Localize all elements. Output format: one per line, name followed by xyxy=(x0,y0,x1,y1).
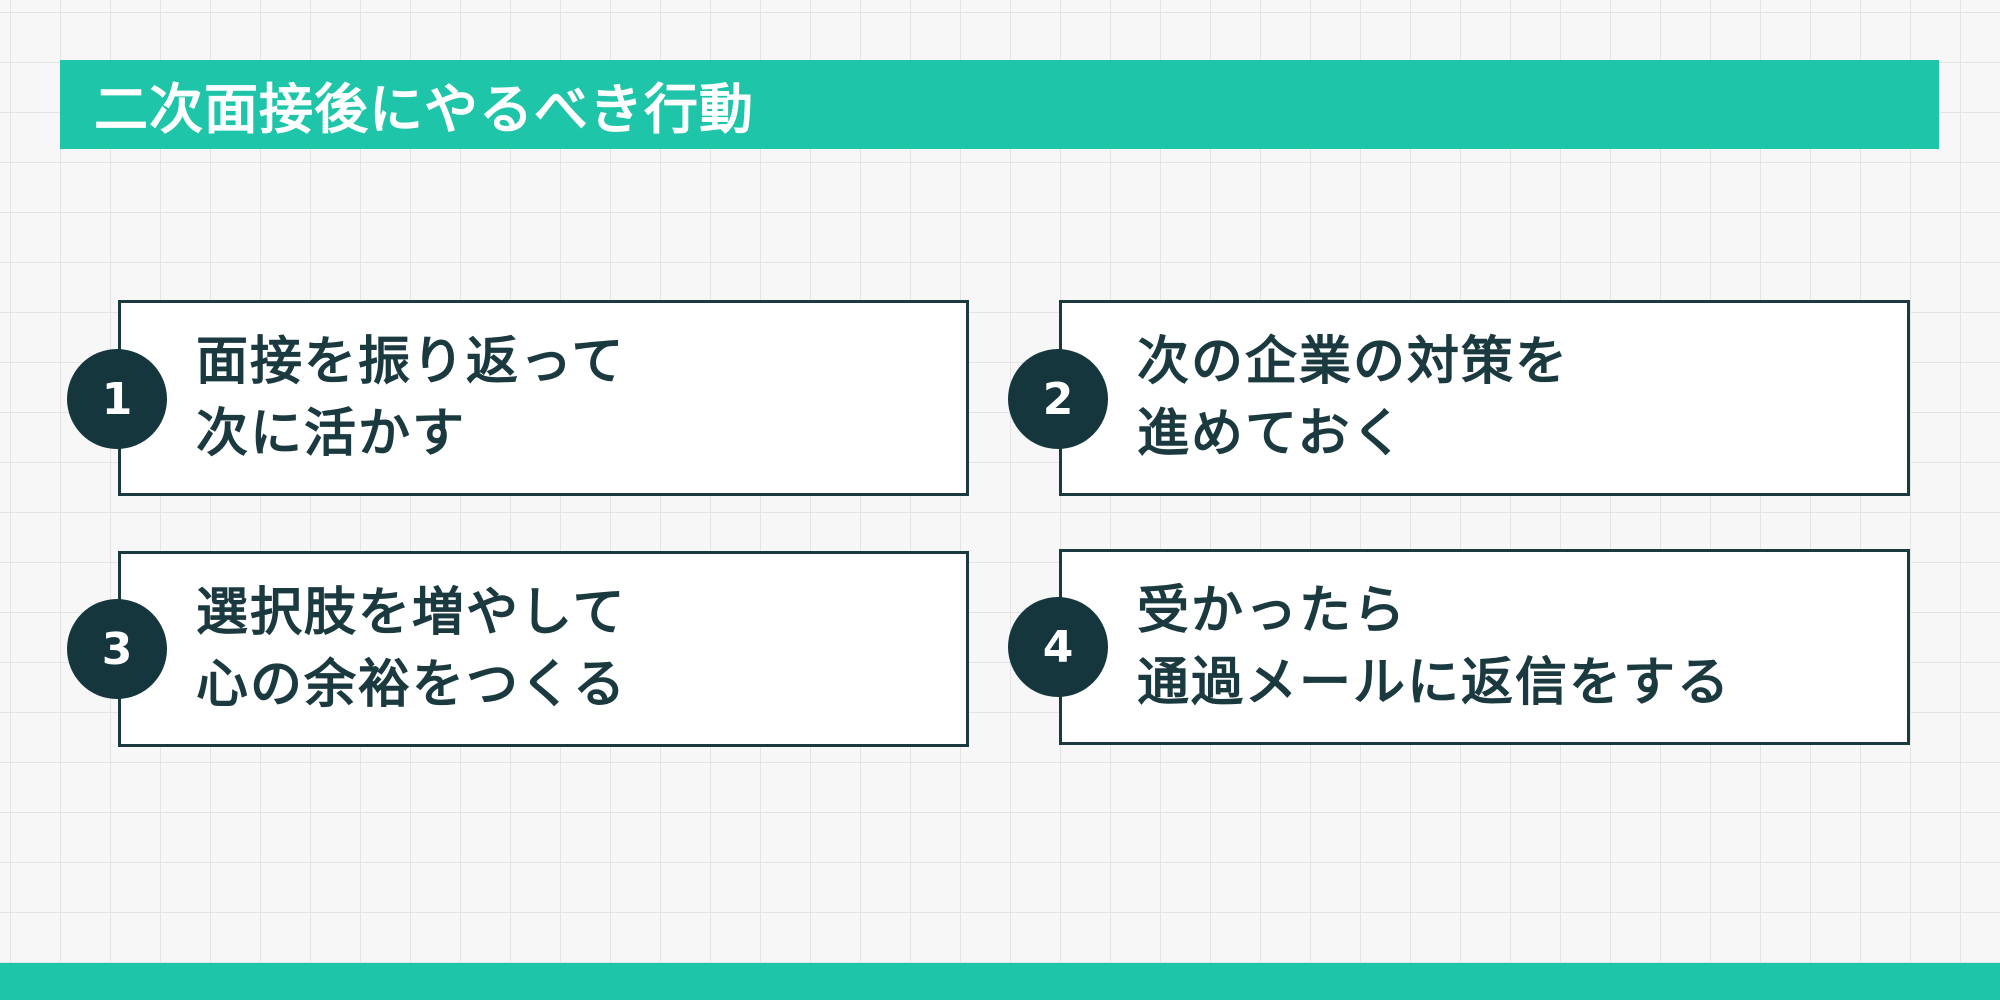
number-badge-2: 2 xyxy=(1008,349,1108,449)
number-badge-1: 1 xyxy=(67,349,167,449)
action-card-text: 面接を振り返って 次に活かす xyxy=(196,303,625,493)
action-card-line2: 心の余裕をつくる xyxy=(196,655,627,715)
action-card-line1: 受かったら xyxy=(1137,581,1408,641)
action-card-line1: 次の企業の対策を xyxy=(1137,332,1570,392)
number-badge-4: 4 xyxy=(1008,597,1108,697)
action-card-2: 次の企業の対策を 進めておく xyxy=(1059,300,1910,496)
action-card-text: 受かったら 通過メールに返信をする xyxy=(1137,552,1731,742)
footer-bar xyxy=(0,963,2000,1000)
header-banner: 二次面接後にやるべき行動 xyxy=(60,60,1939,149)
action-card-3: 選択肢を増やして 心の余裕をつくる xyxy=(118,551,969,747)
action-card-1: 面接を振り返って 次に活かす xyxy=(118,300,969,496)
action-card-text: 選択肢を増やして 心の余裕をつくる xyxy=(196,554,627,744)
action-card-line1: 選択肢を増やして xyxy=(196,583,627,643)
action-card-text: 次の企業の対策を 進めておく xyxy=(1137,303,1569,493)
action-card-line2: 進めておく xyxy=(1137,404,1406,464)
action-card-line2: 次に活かす xyxy=(196,404,467,464)
page-title: 二次面接後にやるべき行動 xyxy=(94,78,754,141)
action-card-4: 受かったら 通過メールに返信をする xyxy=(1059,549,1910,745)
action-card-line2: 通過メールに返信をする xyxy=(1137,653,1732,713)
number-badge-3: 3 xyxy=(67,599,167,699)
action-card-line1: 面接を振り返って xyxy=(196,332,626,392)
